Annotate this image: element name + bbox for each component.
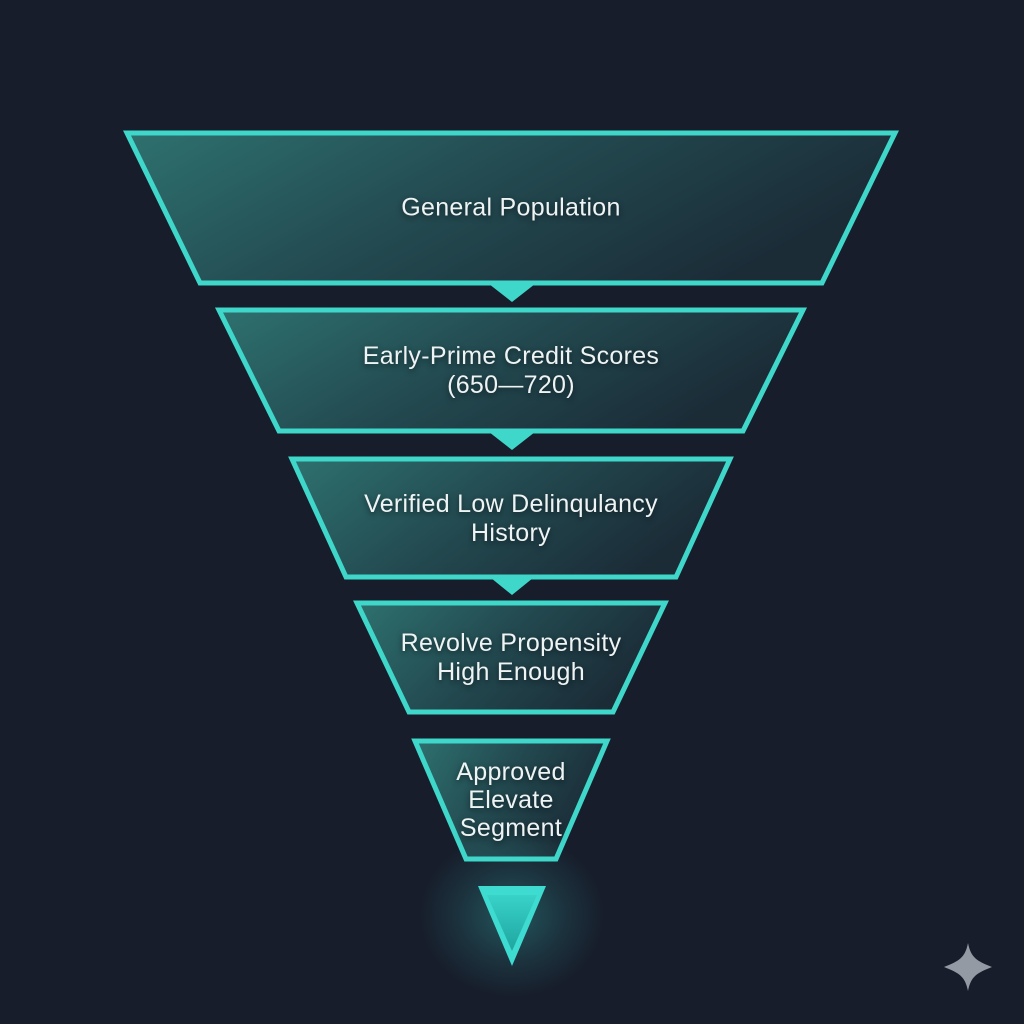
- down-arrow-icon-inner: [487, 895, 537, 951]
- funnel-level-2-shape: [214, 307, 808, 434]
- funnel-connector-2: [489, 432, 535, 450]
- funnel-level-4-shape: [353, 600, 669, 715]
- funnel-level-1-shape: [123, 130, 899, 286]
- sparkle-icon: [944, 943, 992, 991]
- funnel-level-3-shape: [288, 456, 734, 580]
- funnel-connector-3: [491, 578, 533, 595]
- funnel-connector-1: [489, 284, 535, 302]
